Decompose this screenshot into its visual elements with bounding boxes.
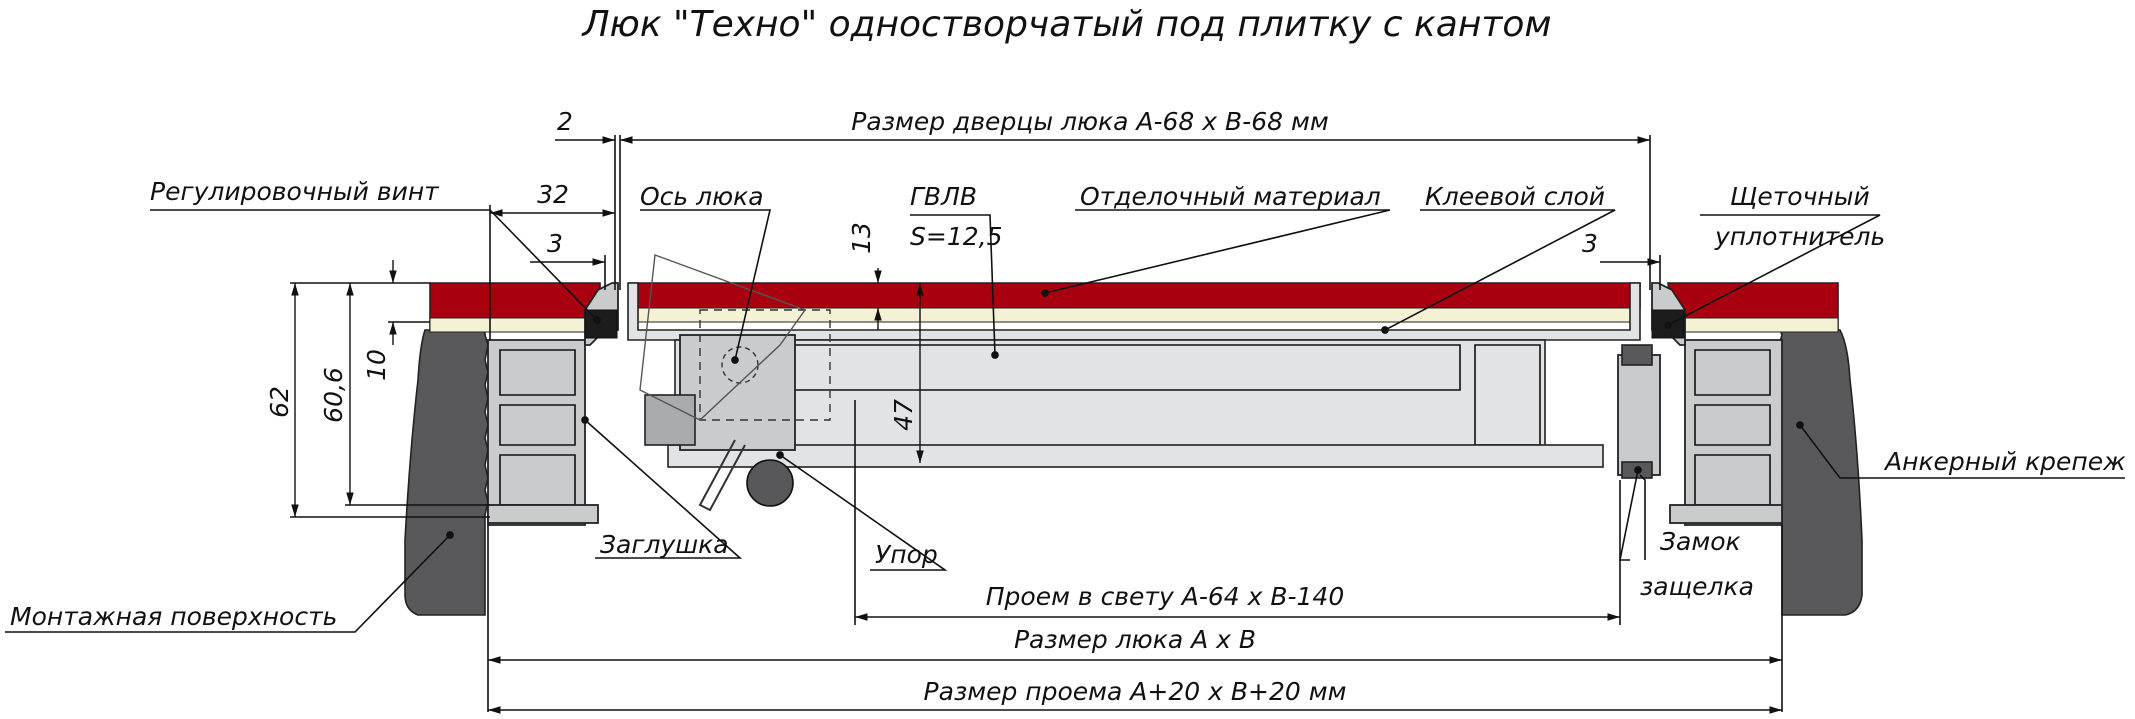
drawing-title: Люк "Техно" одностворчатый под плитку с … <box>580 4 1551 45</box>
label-lock-2: защелка <box>1640 572 1754 601</box>
mounting-wall-left <box>404 329 489 616</box>
door-profile-channel <box>674 339 1546 451</box>
tile-layer-door <box>629 282 1641 309</box>
adhesive-layer-right <box>1677 317 1839 333</box>
door-profile-bottom <box>667 444 1604 468</box>
stop-ball <box>746 459 794 507</box>
label-stop: Упор <box>875 540 938 569</box>
frame-profile-left <box>487 339 586 526</box>
frame-profile-right <box>1684 339 1783 526</box>
mounting-wall-right <box>1778 329 1863 616</box>
label-anchor-fastener: Анкерный крепеж <box>1883 447 2126 476</box>
label-hatch-axis: Ось люка <box>640 182 764 211</box>
dim-32-label: 32 <box>537 180 569 209</box>
label-brush-seal-1: Щеточный <box>1730 182 1870 211</box>
dim-opening-size-label: Размер проема А+20 х В+20 мм <box>924 677 1347 706</box>
label-brush-seal-2: уплотнитель <box>1714 222 1885 251</box>
dim-hatch-size-label: Размер люка А х В <box>1014 625 1256 654</box>
adhesive-layer-door <box>631 307 1639 323</box>
dim-3-right-label: 3 <box>1582 229 1598 258</box>
frame-profile-left-bottom-flange <box>487 504 599 524</box>
dim-13-label: 13 <box>847 222 876 254</box>
dim-door-size-label: Размер дверцы люка А-68 х В-68 мм <box>851 107 1328 136</box>
label-gvlv: ГВЛВ <box>910 182 977 211</box>
lock-latch-top <box>1621 344 1653 366</box>
dim-clear-opening-label: Проем в свету А-64 х В-140 <box>986 582 1345 611</box>
dim-10-label: 10 <box>362 349 391 381</box>
swing-door-outline <box>639 254 807 421</box>
lock-latch-body <box>1617 354 1661 476</box>
dim-3-left-label: 3 <box>547 229 563 258</box>
label-adhesive-layer: Клеевой слой <box>1425 182 1605 211</box>
frame-profile-right-bottom-flange <box>1669 504 1783 524</box>
stop-arm <box>698 439 746 512</box>
adhesive-layer-left <box>429 317 593 333</box>
label-finish-material: Отделочный материал <box>1080 182 1381 211</box>
dim-62-label: 62 <box>265 386 294 418</box>
dim-60-6-label: 60,6 <box>319 367 348 423</box>
label-adjust-screw: Регулировочный винт <box>150 177 440 206</box>
door-hinge-axis-box <box>699 309 831 421</box>
label-mounting-surface: Монтажная поверхность <box>10 602 337 631</box>
label-lock-1: Замок <box>1660 527 1741 556</box>
dim-gap-label: 2 <box>557 107 573 136</box>
seal-right <box>1651 309 1685 339</box>
door-hinge-block <box>644 394 696 446</box>
seal-left <box>584 309 618 339</box>
dim-47-label: 47 <box>889 399 918 431</box>
label-plug: Заглушка <box>600 530 729 559</box>
door-hinge-bracket <box>679 334 796 451</box>
label-gvlv-thickness: S=12,5 <box>910 222 1002 251</box>
